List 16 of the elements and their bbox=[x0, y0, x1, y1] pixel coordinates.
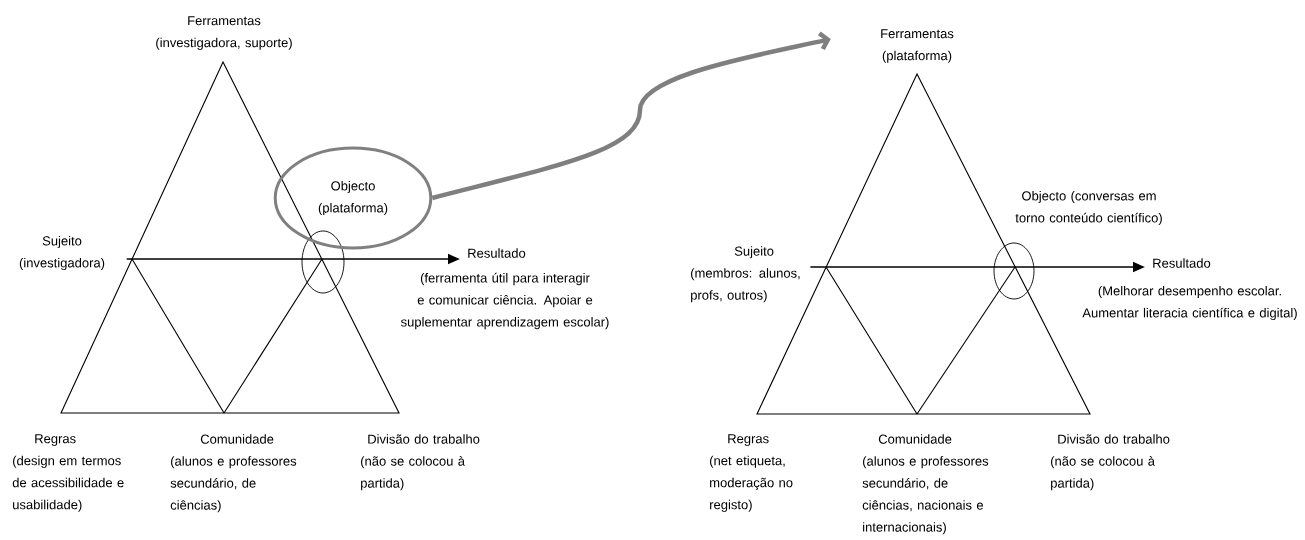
corner-label: Resultado bbox=[468, 248, 526, 258]
corner-label: Resultado bbox=[1153, 258, 1211, 268]
corner-label: Regras (net etiqueta, moderação no registo) bbox=[710, 434, 793, 512]
corner-label: Ferramentas (plataforma) bbox=[881, 29, 954, 63]
corner-label: Regras (design em termos de acessibilidade e usabilidade) bbox=[12, 434, 124, 512]
corner-label: Sujeito (membros: alunos, profs, outros) bbox=[691, 246, 800, 303]
arrow bbox=[431, 31, 831, 201]
corner-label: Comunidade (alunos e professores secundário, de ciências, nacionais e internacionais) bbox=[862, 434, 989, 535]
node-caption: (ferramenta útil para interagir e comunicar ciência. Apoiar e suplementar aprendizagem escolar) bbox=[400, 272, 609, 330]
corner-label: Comunidade (alunos e professores secundário, de ciências) bbox=[170, 434, 297, 513]
corner-label: Divisão do trabalho (não se colocou à partida) bbox=[1051, 434, 1170, 491]
corner-label: Ferramentas (investigadora, suporte) bbox=[156, 16, 292, 50]
corner-label: Divisão do trabalho (não se colocou à partida) bbox=[361, 434, 480, 491]
corner-label: Objecto (conversas em torno conteúdo científico) bbox=[1015, 190, 1162, 226]
corner-label: Sujeito (investigadora) bbox=[19, 235, 105, 271]
node-caption: (Melhorar desempenho escolar. Aumentar literacia científica e digital) bbox=[1082, 285, 1297, 321]
